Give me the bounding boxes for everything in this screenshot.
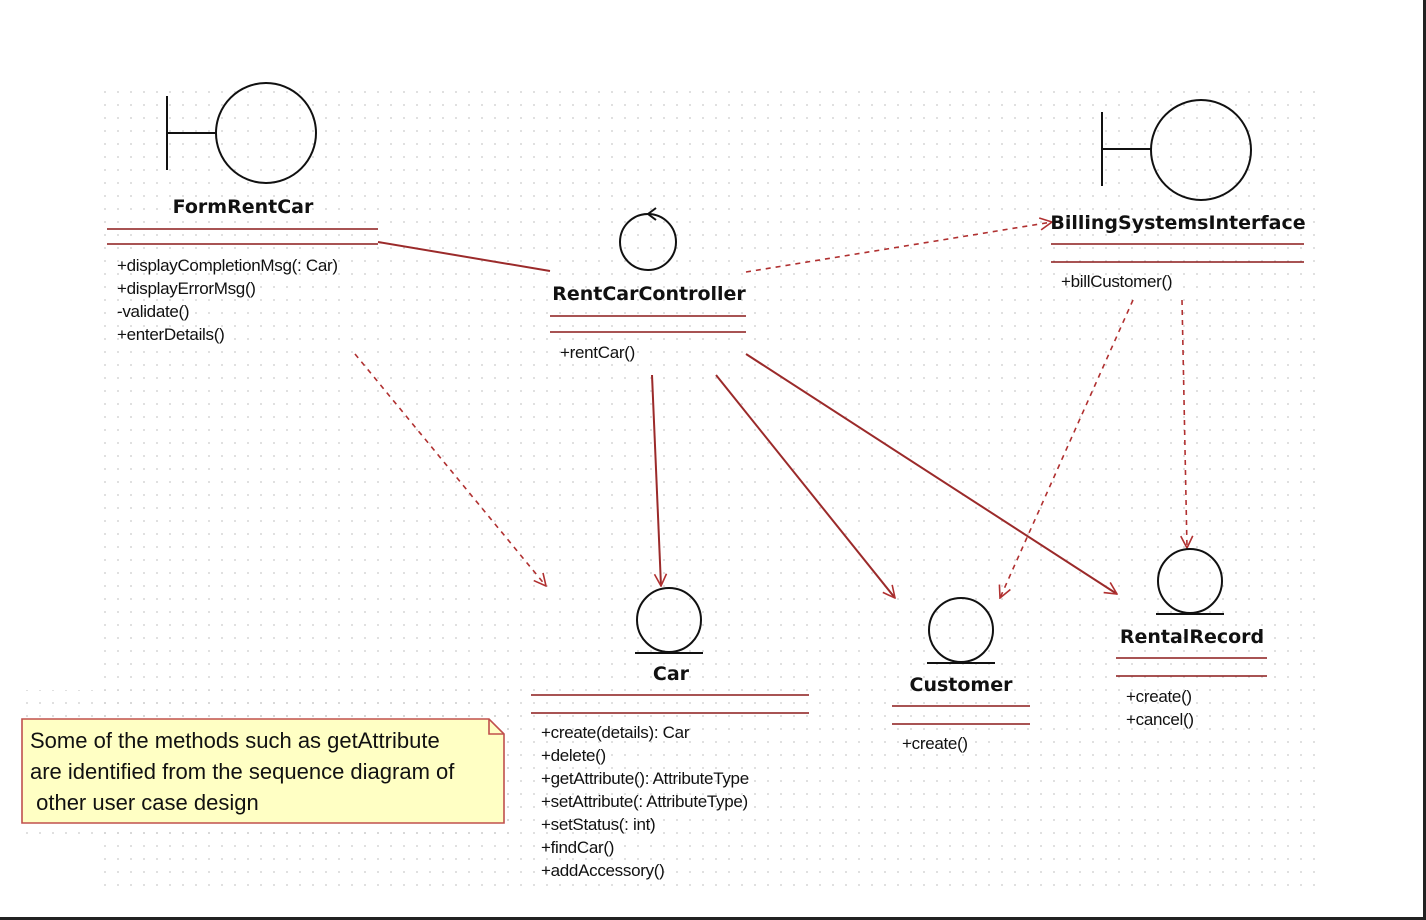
operation: +addAccessory() [541, 861, 665, 880]
operation: +enterDetails() [117, 325, 224, 344]
association-controller-to-customer[interactable] [715, 374, 895, 598]
operation: +getAttribute(): AttributeType [541, 769, 749, 788]
dependency-billing-to-customer[interactable] [1000, 299, 1134, 598]
operation: +cancel() [1126, 710, 1194, 729]
boundary-icon [166, 82, 317, 184]
association-form-to-controller[interactable] [377, 241, 551, 272]
class-form-rent-car[interactable]: FormRentCar +displayCompletionMsg(: Car)… [107, 82, 378, 344]
note-line: other user case design [30, 790, 259, 815]
operation: +create() [1126, 687, 1192, 706]
class-car[interactable]: Car +create(details): Car +delete() +get… [531, 587, 809, 880]
entity-icon [927, 597, 995, 664]
operation: +billCustomer() [1061, 272, 1172, 291]
operation: +setAttribute(: AttributeType) [541, 792, 748, 811]
note-fold [488, 719, 504, 735]
operation: +displayCompletionMsg(: Car) [117, 256, 338, 275]
class-billing-systems-interface[interactable]: BillingSystemsInterface +billCustomer() [1050, 99, 1306, 291]
note-line: are identified from the sequence diagram… [30, 759, 455, 784]
class-name: FormRentCar [173, 196, 314, 218]
class-rental-record[interactable]: RentalRecord +create() +cancel() [1116, 548, 1267, 729]
operation: +create(details): Car [541, 723, 690, 742]
dependency-controller-to-billing[interactable] [745, 222, 1052, 273]
boundary-icon [1101, 99, 1252, 201]
operation: +rentCar() [560, 343, 635, 362]
operation: -validate() [117, 302, 189, 321]
frame-border-bottom [0, 917, 1426, 920]
association-controller-to-car[interactable] [651, 374, 661, 586]
class-name: Car [653, 663, 690, 685]
operation: +setStatus(: int) [541, 815, 655, 834]
operation: +displayErrorMsg() [117, 279, 256, 298]
dependency-billing-to-rentalrecord[interactable] [1182, 299, 1187, 548]
dependency-form-to-car[interactable] [354, 353, 546, 586]
control-icon [619, 207, 677, 271]
entity-icon [635, 587, 703, 654]
association-controller-to-rentalrecord[interactable] [745, 353, 1117, 594]
class-name: RentCarController [552, 283, 746, 305]
class-name: RentalRecord [1120, 626, 1264, 648]
entity-icon [1156, 548, 1224, 615]
class-name: Customer [910, 674, 1014, 696]
operation: +create() [902, 734, 968, 753]
note-line: Some of the methods such as getAttribute [30, 728, 440, 753]
note-shape [21, 718, 505, 824]
frame-border-right [1423, 0, 1426, 920]
class-name: BillingSystemsInterface [1050, 212, 1305, 234]
class-rent-car-controller[interactable]: RentCarController +rentCar() [550, 207, 746, 362]
operation: +findCar() [541, 838, 614, 857]
operation: +delete() [541, 746, 606, 765]
note[interactable]: Some of the methods such as getAttribute… [21, 718, 505, 824]
class-customer[interactable]: Customer +create() [892, 597, 1030, 753]
